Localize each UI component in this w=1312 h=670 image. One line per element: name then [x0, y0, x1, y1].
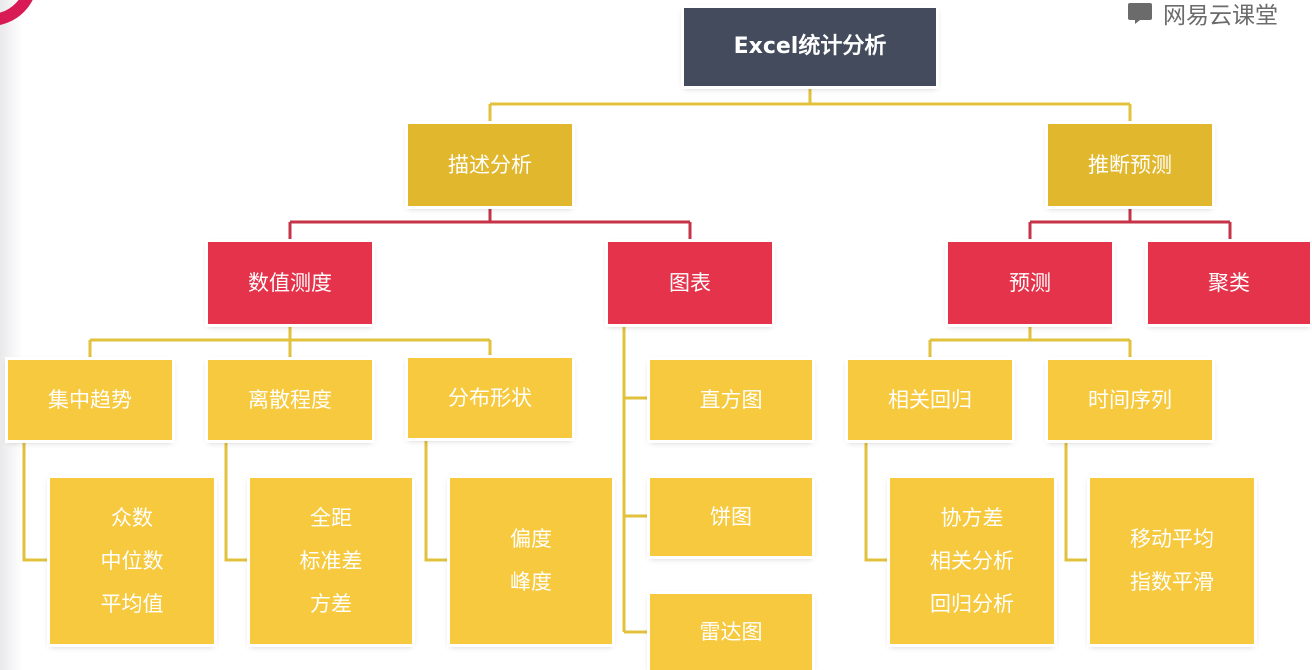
- leaf-item: 平均值: [100, 591, 164, 616]
- node-inference-forecast: 推断预测: [1048, 124, 1212, 206]
- link-shape: [424, 438, 450, 562]
- link-regression: [864, 440, 890, 562]
- node-correlation-regression: 相关回归: [848, 360, 1012, 440]
- leaf-item: 中位数: [100, 548, 164, 573]
- node-distribution-shape: 分布形状: [408, 358, 572, 438]
- link-descriptive: [288, 206, 692, 242]
- node-clustering: 聚类: [1148, 242, 1310, 324]
- link-charts: [622, 324, 650, 634]
- node-pie-chart: 饼图: [650, 478, 812, 556]
- leaf-item: 移动平均: [1130, 527, 1214, 551]
- link-numeric: [88, 324, 492, 360]
- node-radar-chart: 雷达图: [650, 594, 812, 670]
- leaf-distribution-shape: 偏度 峰度: [450, 478, 612, 644]
- leaf-correlation-regression: 协方差 相关分析 回归分析: [890, 478, 1054, 644]
- watermark-text: 网易云课堂: [1163, 3, 1278, 29]
- leaf-item: 方差: [310, 591, 352, 616]
- link-central: [22, 440, 50, 562]
- node-histogram: 直方图: [650, 360, 812, 440]
- leaf-item: 指数平滑: [1130, 570, 1214, 594]
- leaf-central-tendency: 众数 中位数 平均值: [50, 478, 214, 644]
- leaf-time-series: 移动平均 指数平滑: [1090, 478, 1254, 644]
- node-dispersion: 离散程度: [208, 360, 372, 440]
- node-forecast: 预测: [948, 242, 1112, 324]
- leaf-dispersion: 全距 标准差 方差: [250, 478, 412, 644]
- left-edge-shade: [0, 0, 22, 670]
- leaf-item: 标准差: [299, 548, 363, 573]
- root-node: Excel统计分析: [684, 8, 936, 86]
- link-dispersion: [224, 440, 250, 562]
- link-forecast: [928, 324, 1132, 360]
- leaf-item: 众数: [111, 505, 153, 530]
- leaf-item: 偏度: [510, 527, 552, 551]
- link-timeseries: [1064, 440, 1090, 562]
- leaf-item: 峰度: [510, 570, 552, 594]
- leaf-item: 协方差: [940, 505, 1004, 530]
- link-inference: [1028, 206, 1232, 242]
- node-charts: 图表: [608, 242, 772, 324]
- node-descriptive-analysis: 描述分析: [408, 124, 572, 206]
- node-numeric-measures: 数值测度: [208, 242, 372, 324]
- link-root: [488, 86, 1132, 124]
- watermark: 网易云课堂: [1127, 0, 1278, 29]
- leaf-item: 回归分析: [930, 591, 1014, 616]
- leaf-item: 相关分析: [930, 548, 1014, 573]
- node-time-series: 时间序列: [1048, 360, 1212, 440]
- leaf-item: 全距: [310, 505, 352, 530]
- play-screen-icon: [1127, 2, 1153, 24]
- node-central-tendency: 集中趋势: [8, 360, 172, 440]
